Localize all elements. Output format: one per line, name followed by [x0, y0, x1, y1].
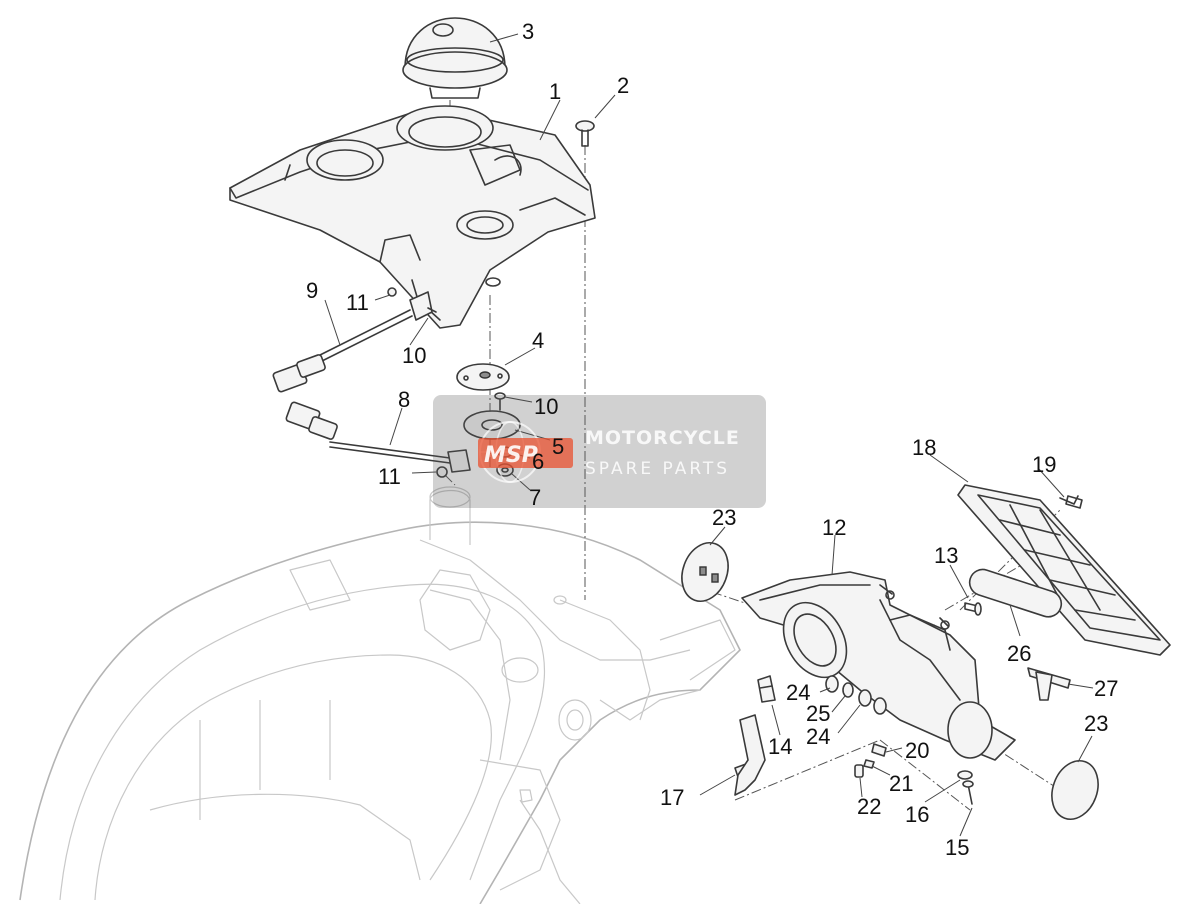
callout-16: 16 — [905, 802, 929, 827]
callout-labels: 3 1 2 9 11 10 4 8 10 5 6 7 11 18 19 23 1… — [306, 19, 1118, 860]
callout-27: 27 — [1094, 676, 1118, 701]
callout-2: 2 — [617, 73, 629, 98]
part-26-lens — [968, 568, 1063, 618]
callout-24-upper: 24 — [786, 680, 810, 705]
watermark-line2: SPARE PARTS — [585, 459, 730, 479]
callout-10-upper: 10 — [402, 343, 426, 368]
callout-24-lower: 24 — [806, 724, 830, 749]
callout-20: 20 — [905, 738, 929, 763]
part-9-cable — [272, 287, 437, 393]
callout-21: 21 — [889, 771, 913, 796]
part-19-bolt — [1059, 495, 1083, 509]
callout-10-lower: 10 — [534, 394, 558, 419]
parts-hardware-center — [463, 392, 521, 477]
callout-3: 3 — [522, 19, 534, 44]
callout-8: 8 — [398, 387, 410, 412]
part-23-reflector-left — [681, 542, 729, 602]
part-4-plate — [456, 363, 510, 391]
part-14-clip — [757, 675, 776, 703]
callout-17: 17 — [660, 785, 684, 810]
callout-14: 14 — [768, 734, 792, 759]
callout-19: 19 — [1032, 452, 1056, 477]
callout-13: 13 — [934, 543, 958, 568]
callout-15: 15 — [945, 835, 969, 860]
part-1-cover — [229, 105, 596, 329]
callout-26: 26 — [1007, 641, 1031, 666]
watermark-line1: MOTORCYCLE — [585, 427, 740, 449]
callout-5: 5 — [552, 434, 564, 459]
callout-23-left: 23 — [712, 505, 736, 530]
callout-7: 7 — [529, 485, 541, 510]
callout-22: 22 — [857, 794, 881, 819]
callout-25: 25 — [806, 701, 830, 726]
part-12-bracket — [741, 571, 1016, 761]
parts-washers — [825, 675, 887, 715]
part-23-reflector-right — [1051, 760, 1099, 820]
parts-hardware-right — [854, 743, 974, 805]
part-lower-strip — [734, 714, 766, 796]
callout-23-right: 23 — [1084, 711, 1108, 736]
part-2-screw — [575, 120, 595, 147]
part-18-plate-holder — [957, 484, 1171, 656]
callout-18: 18 — [912, 435, 936, 460]
part-27-knob — [1027, 667, 1071, 701]
callout-1: 1 — [549, 79, 561, 104]
callout-9: 9 — [306, 278, 318, 303]
part-8-cable — [285, 401, 471, 478]
part-3-cap — [402, 17, 508, 99]
callout-11-lower: 11 — [378, 464, 401, 489]
callout-6: 6 — [532, 449, 544, 474]
scooter-frame-ghost — [19, 486, 741, 904]
callout-11-upper: 11 — [346, 290, 369, 315]
watermark-logo-text: MSP — [484, 443, 538, 468]
callout-4: 4 — [532, 328, 544, 353]
part-13-screw — [964, 602, 982, 616]
watermark: MSP MOTORCYCLE SPARE PARTS — [433, 395, 766, 508]
callout-12: 12 — [822, 515, 846, 540]
